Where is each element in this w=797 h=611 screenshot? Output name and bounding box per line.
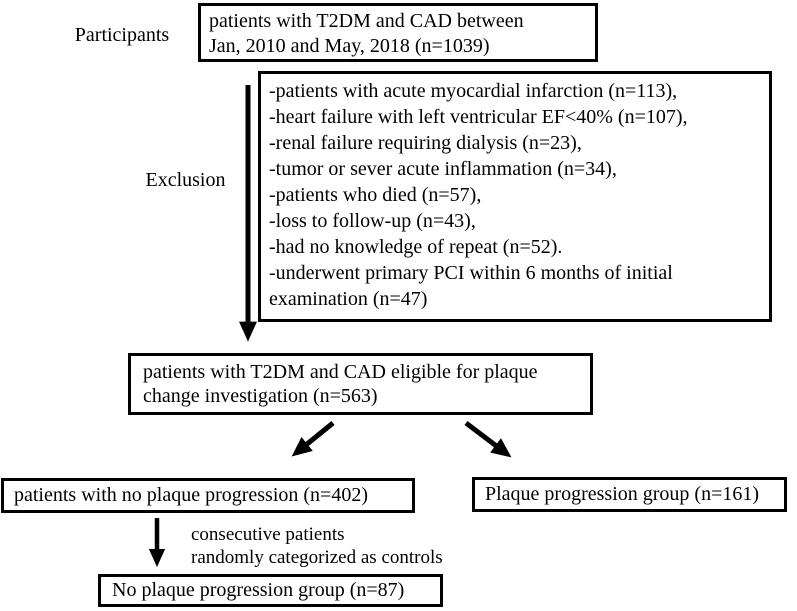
exclusion-item: -renal failure requiring dialysis (n=23)… — [269, 132, 582, 154]
randomization-note-line: consecutive patients — [191, 524, 345, 545]
exclusion-label: Exclusion — [145, 169, 226, 191]
no-progression-box-text: patients with no plaque progression (n=4… — [14, 484, 368, 506]
progression-group-box-text: Plaque progression group (n=161) — [485, 483, 760, 505]
participants-box: patients with T2DM and CAD between Jan, … — [198, 3, 598, 62]
eligible-box: patients with T2DM and CAD eligible for … — [128, 353, 593, 415]
eligible-box-line: change investigation (n=563) — [143, 385, 378, 407]
exclusion-item: -tumor or sever acute inflammation (n=34… — [269, 158, 617, 180]
exclusion-item: -patients who died (n=57), — [269, 184, 482, 206]
randomization-note-line: randomly categorized as controls — [191, 547, 443, 568]
left-branch-arrow — [291, 421, 335, 457]
control-group-box: No plaque progression group (n=87) — [98, 574, 443, 607]
exclusion-box: -patients with acute myocardial infarcti… — [258, 71, 772, 322]
participants-box-line: patients with T2DM and CAD between — [209, 10, 524, 32]
participants-box-line: Jan, 2010 and May, 2018 (n=1039) — [209, 35, 490, 57]
no-progression-box: patients with no plaque progression (n=4… — [1, 478, 415, 513]
exclusion-item: -had no knowledge of repeat (n=52). — [269, 236, 563, 258]
progression-group-box: Plaque progression group (n=161) — [472, 477, 787, 512]
exclusion-item: -underwent primary PCI within 6 months o… — [269, 262, 673, 310]
exclusion-item: -loss to follow-up (n=43), — [269, 210, 476, 232]
participants-label: Participants — [74, 24, 170, 46]
randomization-note: consecutive patients randomly categorize… — [191, 523, 443, 569]
eligible-box-line: patients with T2DM and CAD eligible for … — [143, 361, 538, 383]
exclusion-item: -patients with acute myocardial infarcti… — [269, 80, 678, 102]
control-group-box-text: No plaque progression group (n=87) — [112, 579, 405, 601]
exclusion-item: -heart failure with left ventricular EF<… — [269, 106, 688, 128]
right-branch-arrow — [464, 421, 512, 458]
